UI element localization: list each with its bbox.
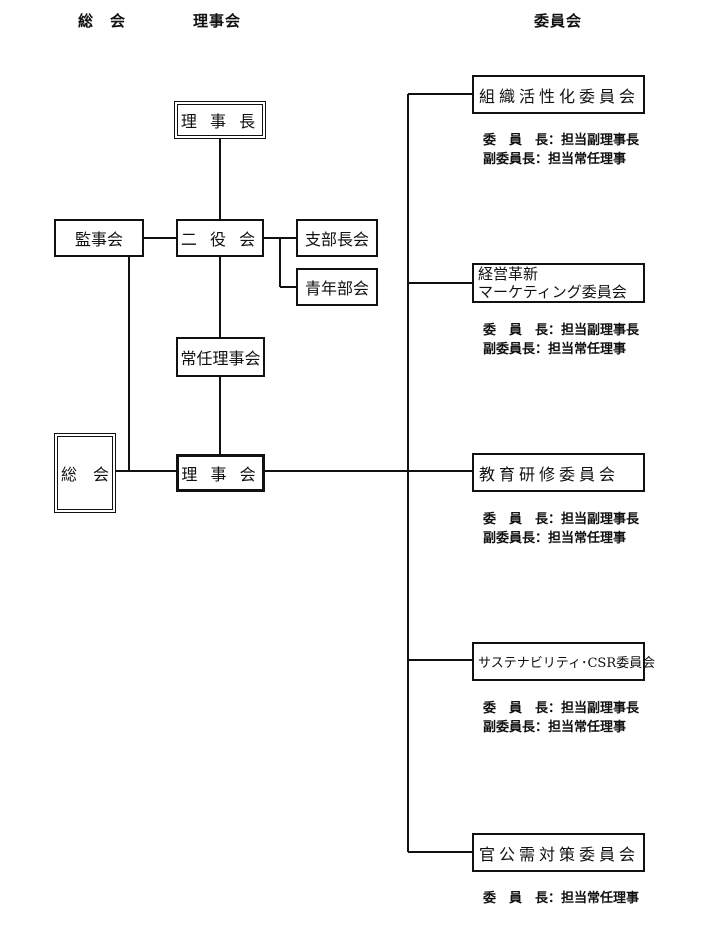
committee-organization-box: 組織活性化委員会 [472,75,645,114]
chair-line: 委 員 長：担当副理事長 [483,512,640,527]
chair-line: 委 員 長：担当常任理事 [483,891,640,906]
header-committees: 委員会 [534,12,583,30]
auditors-box: 監事会 [54,219,144,257]
branch-heads-box: 支部長会 [296,219,378,257]
committee-procurement-box: 官公需対策委員会 [472,833,645,872]
chair-line: 委 員 長：担当副理事長 [483,133,640,148]
executive-board-box: 常任理事会 [176,337,265,377]
general-meeting-box: 総 会 [54,433,116,513]
committee-name-line: 経営革新 [478,265,539,283]
chair-line: 副委員長：担当常任理事 [483,531,627,546]
nieki-box: 二 役 会 [176,219,264,257]
committee-sustainability-chairs: 委 員 長：担当副理事長 副委員長：担当常任理事 [483,699,639,737]
committee-procurement-chairs: 委 員 長：担当常任理事 [483,889,639,908]
youth-division-box: 青年部会 [296,268,378,306]
committee-sustainability-box: サステナビリティ･CSR委員会 [472,642,655,681]
committee-name-line: マーケティング委員会 [478,283,627,301]
chair-line: 委 員 長：担当副理事長 [483,701,640,716]
board-box: 理 事 会 [176,454,265,492]
header-board: 理事会 [193,12,242,30]
committee-organization-chairs: 委 員 長：担当副理事長 副委員長：担当常任理事 [483,131,639,169]
committee-management-chairs: 委 員 長：担当副理事長 副委員長：担当常任理事 [483,321,639,359]
chair-line: 副委員長：担当常任理事 [483,720,627,735]
chairman-box: 理 事 長 [174,101,266,139]
committee-management-box: 経営革新 マーケティング委員会 [472,263,645,303]
chair-line: 副委員長：担当常任理事 [483,342,627,357]
chair-line: 委 員 長：担当副理事長 [483,323,640,338]
chair-line: 副委員長：担当常任理事 [483,152,627,167]
committee-education-chairs: 委 員 長：担当副理事長 副委員長：担当常任理事 [483,510,639,548]
header-general-meeting: 総 会 [78,12,127,30]
committee-education-box: 教育研修委員会 [472,453,645,492]
